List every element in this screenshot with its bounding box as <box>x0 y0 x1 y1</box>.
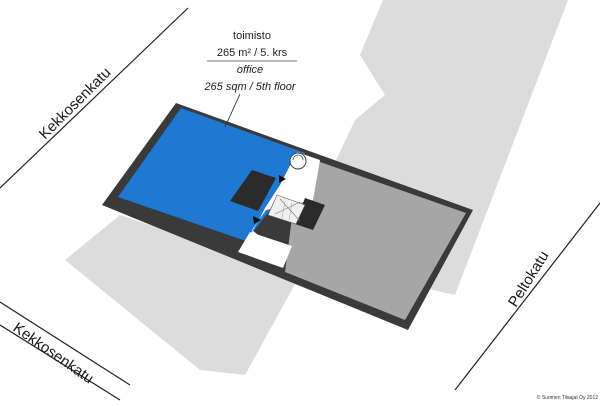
callout-en-type: office <box>237 64 263 76</box>
stair-icon <box>267 194 306 225</box>
street-line-peltokatu <box>454 202 600 391</box>
callout-leader-line <box>224 93 241 128</box>
office-callout: toimisto 265 m² / 5. krs office 265 sqm … <box>203 30 297 93</box>
street-lines <box>0 7 600 401</box>
callout-fi-type: toimisto <box>233 30 271 42</box>
elevator-icon <box>289 152 307 170</box>
callout-fi-size: 265 m² / 5. krs <box>217 47 288 59</box>
corridor-area <box>238 232 292 268</box>
street-label-kekkosenkatu-bottom: Kekkosenkatu <box>10 319 97 387</box>
entrance-arrow-icon <box>253 216 261 224</box>
floor-area <box>285 155 466 320</box>
street-label-kekkosenkatu-top: Kekkosenkatu <box>36 64 115 143</box>
street-line-kekkosenkatu-bottom-2 <box>0 324 121 401</box>
callout-en-size: 265 sqm / 5th floor <box>203 81 296 93</box>
street-label-peltokatu: Peltokatu <box>505 248 553 310</box>
neighbor-building-left <box>65 215 300 375</box>
street-line-kekkosenkatu-bottom <box>0 301 131 386</box>
building-core <box>230 152 325 230</box>
street-line-kekkosenkatu-top <box>0 7 189 189</box>
core-block-left <box>230 170 276 211</box>
entrance-arrow-icon <box>279 175 286 183</box>
copyright-notice: © Suomen Tilaajat Oy 2012 <box>537 394 598 401</box>
